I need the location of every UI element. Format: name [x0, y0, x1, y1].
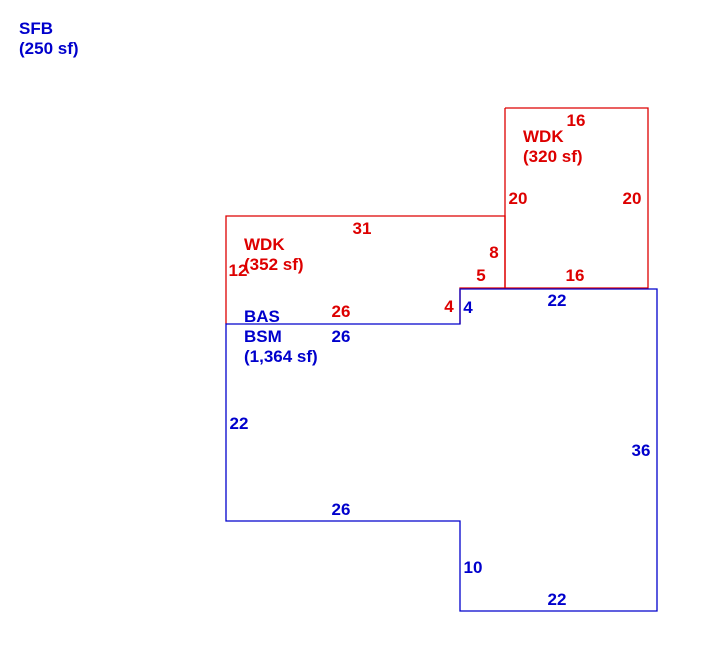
main-notch-dimension: 4: [463, 298, 473, 317]
lower-deck-step-upper-dimension: 8: [489, 243, 498, 262]
main-code-bsm-label: BSM: [244, 327, 282, 346]
lower-deck-left-dimension: 12: [229, 261, 248, 280]
upper-deck-left-dimension: 20: [509, 189, 528, 208]
upper-deck-top-dimension: 16: [567, 111, 586, 130]
upper-deck-code-label: WDK: [523, 127, 564, 146]
main-code-bas-label: BAS: [244, 307, 280, 326]
upper-deck-size-label: (320 sf): [523, 147, 583, 166]
main-size-label: (1,364 sf): [244, 347, 318, 366]
main-house-outline: [225, 288, 658, 612]
lower-deck-top-dimension: 31: [353, 219, 372, 238]
upper-deck-right-dimension: 20: [623, 189, 642, 208]
sfb-code-label: SFB: [19, 19, 53, 38]
main-top-right-dimension: 22: [548, 291, 567, 310]
sfb-size-label: (250 sf): [19, 39, 79, 58]
lower-deck-step-lower-dimension: 5: [476, 266, 485, 285]
main-top-left-dimension: 26: [332, 327, 351, 346]
upper-deck-bottom-dimension: 16: [566, 266, 585, 285]
lower-deck-size-label: (352 sf): [244, 255, 304, 274]
lower-deck-bottom-dimension: 26: [332, 302, 351, 321]
lower-deck-notch-dimension: 4: [444, 297, 454, 316]
main-bottom-left-dimension: 26: [332, 500, 351, 519]
main-left-dimension: 22: [230, 414, 249, 433]
main-step-dimension: 10: [464, 558, 483, 577]
lower-deck-code-label: WDK: [244, 235, 285, 254]
main-right-dimension: 36: [632, 441, 651, 460]
main-bottom-right-dimension: 22: [548, 590, 567, 609]
